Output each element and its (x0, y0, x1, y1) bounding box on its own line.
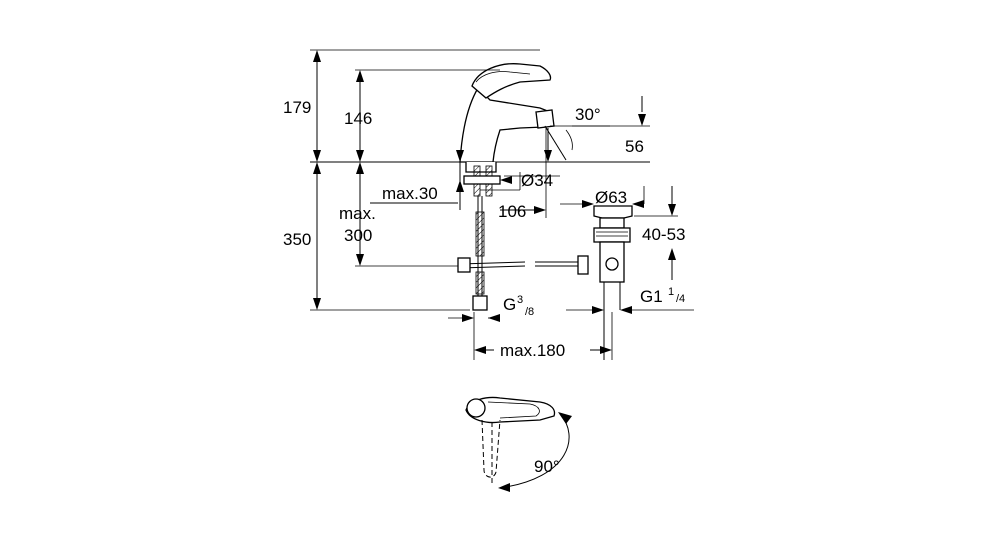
svg-text:/4: /4 (676, 293, 685, 305)
dim-overall-height: 179 (283, 98, 311, 117)
dim-mount-diameter: Ø34 (521, 171, 553, 190)
svg-text:G1: G1 (640, 287, 663, 306)
waste-pivot (605, 257, 619, 271)
fixing-nut (463, 175, 501, 185)
popup-waste (593, 205, 633, 360)
spout-angle-line (544, 125, 567, 161)
spout-outlet (535, 109, 555, 129)
dim-waste-diameter: Ø63 (595, 188, 627, 207)
waste-flange (593, 205, 633, 219)
dimension-labels: 179 146 30° 56 max.30 Ø34 106 Ø63 350 ma… (283, 98, 685, 360)
dim-max-deck-thickness: max.30 (382, 184, 438, 203)
hose-connector (472, 295, 488, 311)
hose-braid (475, 211, 485, 257)
rod-knob (577, 255, 589, 275)
faucet-body (459, 86, 551, 163)
svg-text:/8: /8 (525, 306, 534, 318)
lever-cap (475, 71, 531, 83)
dimension-lines (310, 49, 694, 360)
svg-text:1: 1 (668, 286, 674, 298)
faucet-side-view (310, 63, 650, 311)
dim-spout-angle: 30° (575, 105, 601, 124)
svg-text:G: G (503, 295, 516, 314)
dim-connection-thread: G 3 /8 (503, 294, 534, 318)
pull-rod (459, 261, 526, 265)
rotation-arc (499, 413, 570, 489)
lever-rotation-detail: 90° (465, 396, 572, 492)
lever-rotated-outline (481, 419, 501, 478)
dim-waste-range: 40-53 (642, 225, 685, 244)
waste-nut (593, 227, 631, 243)
dim-waste-thread: G1 1 /4 (640, 286, 685, 306)
svg-text:3: 3 (517, 294, 523, 306)
dim-pull-rod-length: max.180 (500, 341, 565, 360)
faucet-lever (471, 63, 552, 99)
dim-spout-reach: 106 (498, 202, 526, 221)
dim-max-below-deck: 300 (344, 226, 372, 245)
dim-max-label: max. (339, 204, 376, 223)
rod-clamp (457, 257, 471, 273)
waste-body-top (599, 217, 625, 229)
dim-spout-height: 56 (625, 137, 644, 156)
dim-lever-height: 146 (344, 109, 372, 128)
lever-cap-circle (466, 398, 486, 418)
dim-below-deck: 350 (283, 230, 311, 249)
dim-lever-rotation: 90° (534, 457, 560, 476)
